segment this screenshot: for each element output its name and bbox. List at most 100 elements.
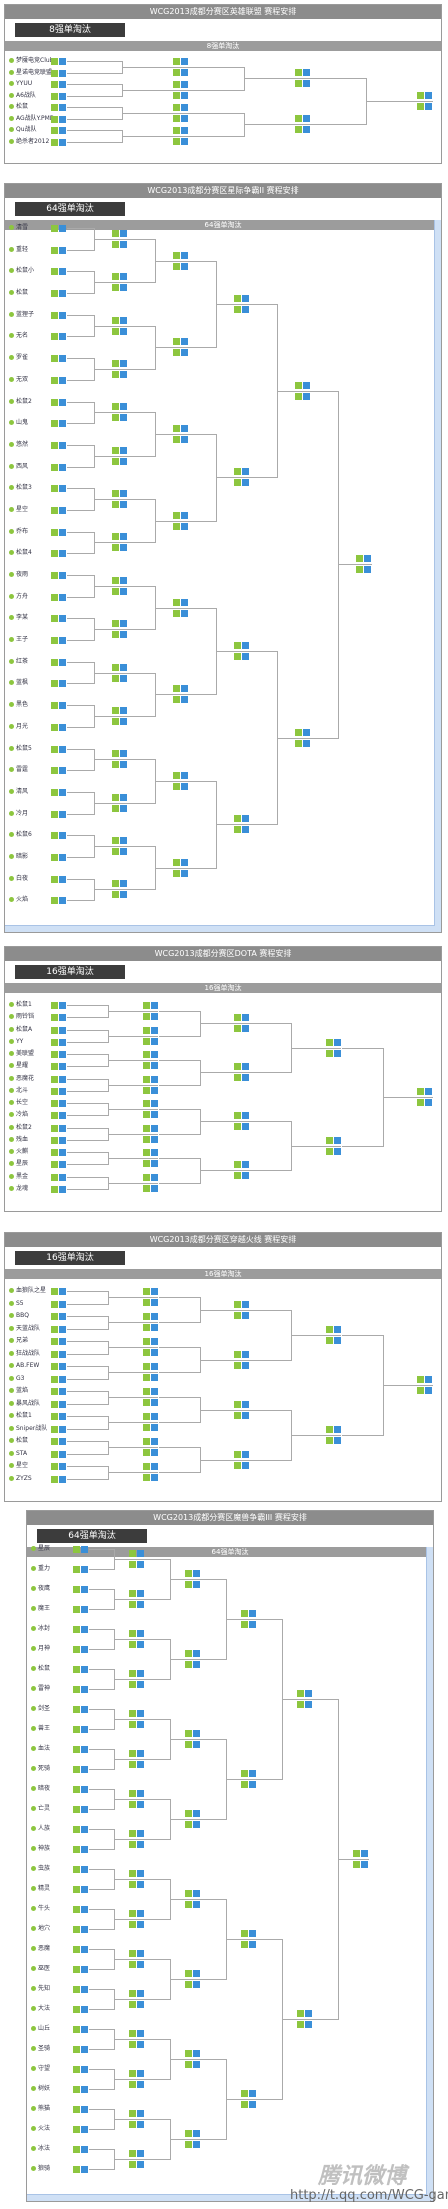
player-entry[interactable]: 星空: [9, 1462, 28, 1470]
player-entry[interactable]: 松鼠1: [9, 1001, 32, 1009]
player-entry[interactable]: S5: [9, 1300, 24, 1308]
player-entry[interactable]: 魔王: [31, 1605, 50, 1613]
player-entry[interactable]: 星辰: [31, 1545, 50, 1553]
player-entry[interactable]: 松鼠: [9, 103, 28, 111]
player-entry[interactable]: 白夜: [9, 875, 28, 883]
player-entry[interactable]: 绝杀者2012: [9, 138, 49, 146]
player-entry[interactable]: 乔布: [9, 528, 28, 536]
player-entry[interactable]: 黑色: [9, 701, 28, 709]
player-entry[interactable]: 长空: [9, 1099, 28, 1107]
player-entry[interactable]: 蓝焰: [9, 1387, 28, 1395]
player-entry[interactable]: 松鼠2: [9, 398, 32, 406]
player-entry[interactable]: 西风: [9, 463, 28, 471]
player-entry[interactable]: 雨铃铛: [9, 1013, 34, 1021]
player-entry[interactable]: 冰法: [31, 2145, 50, 2153]
player-entry[interactable]: 美联盟: [9, 1050, 34, 1058]
player-entry[interactable]: 火法: [31, 2125, 50, 2133]
player-entry[interactable]: STA: [9, 1450, 27, 1458]
player-entry[interactable]: Sniper战队: [9, 1425, 47, 1433]
player-entry[interactable]: 恶魔: [31, 1945, 50, 1953]
vertical-scrollbar[interactable]: [426, 1547, 433, 2201]
player-entry[interactable]: 天蓝战队: [9, 1325, 40, 1333]
player-entry[interactable]: 梦魇电竞Club: [9, 57, 53, 65]
player-entry[interactable]: 龙魂: [9, 1185, 28, 1193]
player-entry[interactable]: 黑金: [9, 1173, 28, 1181]
player-entry[interactable]: 星耀: [9, 1062, 28, 1070]
player-entry[interactable]: 兽王: [31, 1725, 50, 1733]
player-entry[interactable]: 虫族: [31, 1865, 50, 1873]
player-entry[interactable]: 雷霆: [9, 766, 28, 774]
stage-tag[interactable]: 8强单淘汰: [15, 23, 125, 37]
player-entry[interactable]: 松鼠5: [9, 745, 32, 753]
player-entry[interactable]: 清雪: [9, 224, 28, 232]
player-entry[interactable]: 李某: [9, 614, 28, 622]
player-entry[interactable]: 血法: [31, 1745, 50, 1753]
player-entry[interactable]: 星空: [9, 506, 28, 514]
player-entry[interactable]: 冰封: [31, 1625, 50, 1633]
player-entry[interactable]: 血狼队之星: [9, 1287, 46, 1295]
player-entry[interactable]: 山鬼: [9, 419, 28, 427]
player-entry[interactable]: A6战队: [9, 92, 36, 100]
player-entry[interactable]: 松鼠: [31, 1665, 50, 1673]
player-entry[interactable]: 亡灵: [31, 1805, 50, 1813]
player-entry[interactable]: 残血: [9, 1136, 28, 1144]
player-entry[interactable]: 方舟: [9, 593, 28, 601]
player-entry[interactable]: ZYZS: [9, 1475, 32, 1483]
player-entry[interactable]: 冷焰: [9, 1111, 28, 1119]
player-entry[interactable]: 树妖: [31, 2085, 50, 2093]
player-entry[interactable]: 松鼠3: [9, 484, 32, 492]
player-entry[interactable]: 熊猫: [31, 2105, 50, 2113]
player-entry[interactable]: 山丘: [31, 2025, 50, 2033]
player-entry[interactable]: 死骑: [31, 1765, 50, 1773]
player-entry[interactable]: 红茶: [9, 658, 28, 666]
player-entry[interactable]: 夜雨: [9, 571, 28, 579]
player-entry[interactable]: 王子: [9, 636, 28, 644]
player-entry[interactable]: 狼骑: [31, 2165, 50, 2173]
player-entry[interactable]: 月光: [9, 723, 28, 731]
player-entry[interactable]: 悠然: [9, 441, 28, 449]
player-entry[interactable]: AB.FEW: [9, 1362, 39, 1370]
player-entry[interactable]: 恶魔花: [9, 1075, 34, 1083]
player-entry[interactable]: 松鼠4: [9, 549, 32, 557]
player-entry[interactable]: 重力: [31, 1565, 50, 1573]
stage-tag[interactable]: 16强单淘汰: [15, 965, 125, 979]
player-entry[interactable]: 雷神: [31, 1685, 50, 1693]
player-entry[interactable]: 先知: [31, 1985, 50, 1993]
player-entry[interactable]: 精灵: [31, 1885, 50, 1893]
player-entry[interactable]: 重轻: [9, 246, 28, 254]
player-entry[interactable]: 蓝枫: [9, 679, 28, 687]
player-entry[interactable]: 兄弟: [9, 1337, 28, 1345]
player-entry[interactable]: 松鼠小: [9, 267, 34, 275]
player-entry[interactable]: BBQ: [9, 1312, 29, 1320]
player-entry[interactable]: YY: [9, 1038, 23, 1046]
player-entry[interactable]: 牛头: [31, 1905, 50, 1913]
player-entry[interactable]: 月神: [31, 1645, 50, 1653]
player-entry[interactable]: 人族: [31, 1825, 50, 1833]
horizontal-scrollbar[interactable]: [5, 925, 435, 932]
player-entry[interactable]: 松鼠6: [9, 831, 32, 839]
player-entry[interactable]: YYUU: [9, 80, 32, 88]
player-entry[interactable]: 火焰: [9, 896, 28, 904]
player-entry[interactable]: G3: [9, 1375, 24, 1383]
player-entry[interactable]: 星辰: [9, 1160, 28, 1168]
stage-tag[interactable]: 16强单淘汰: [15, 1251, 125, 1265]
player-entry[interactable]: 暗夜: [31, 1785, 50, 1793]
player-entry[interactable]: 地穴: [31, 1925, 50, 1933]
horizontal-scrollbar[interactable]: [27, 2194, 427, 2201]
player-entry[interactable]: 清风: [9, 788, 28, 796]
player-entry[interactable]: 松鼠A: [9, 1026, 32, 1034]
player-entry[interactable]: 北斗: [9, 1087, 28, 1095]
player-entry[interactable]: 星诺电竞联盟: [9, 69, 52, 77]
player-entry[interactable]: 狂战战队: [9, 1350, 40, 1358]
player-entry[interactable]: Qu战队: [9, 126, 37, 134]
player-entry[interactable]: 罗雀: [9, 354, 28, 362]
player-entry[interactable]: 大法: [31, 2005, 50, 2013]
player-entry[interactable]: 蓝狸子: [9, 311, 34, 319]
player-entry[interactable]: 暴风战队: [9, 1400, 40, 1408]
vertical-scrollbar[interactable]: [434, 220, 441, 932]
player-entry[interactable]: 冷月: [9, 810, 28, 818]
player-entry[interactable]: 松鼠1: [9, 1412, 32, 1420]
stage-tag[interactable]: 64强单淘汰: [37, 1529, 147, 1543]
stage-tag[interactable]: 64强单淘汰: [15, 202, 125, 216]
player-entry[interactable]: 松鼠2: [9, 1124, 32, 1132]
